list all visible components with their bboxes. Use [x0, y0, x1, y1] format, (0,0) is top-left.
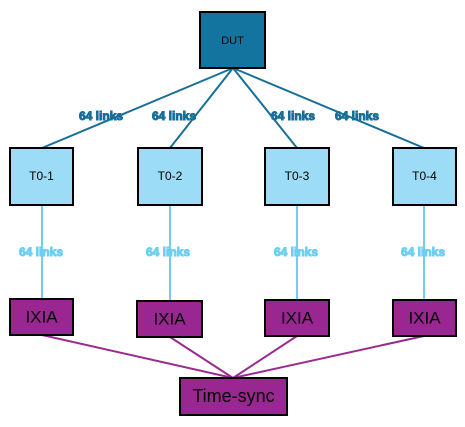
t0-label: T0-2 — [158, 169, 183, 183]
ixia-label: IXIA — [281, 308, 314, 327]
timesync-label: Time-sync — [192, 386, 274, 406]
t0-box — [9, 147, 74, 206]
ixia-box — [136, 300, 203, 338]
timesync-links — [41, 334, 425, 379]
t0-switch-1[interactable]: T0-1 — [9, 147, 74, 206]
ixia-node-1[interactable]: IXIA — [9, 298, 74, 336]
ixia-box — [264, 299, 330, 337]
dut-node[interactable]: DUT — [199, 11, 266, 69]
dut-link-label-1: 64 links — [79, 109, 123, 123]
t0-box — [264, 147, 330, 206]
t0-switch-3[interactable]: T0-3 — [264, 147, 330, 206]
t0-link-label-4: 64 links — [401, 245, 445, 259]
t0-link-label-3: 64 links — [274, 245, 318, 259]
timesync-link-4 — [232, 335, 425, 379]
ixia-label: IXIA — [25, 307, 58, 326]
dut-link-2 — [169, 67, 234, 149]
timesync-link-1 — [41, 334, 234, 379]
ixia-label: IXIA — [408, 308, 441, 327]
timesync-box — [179, 377, 288, 416]
ixia-box — [9, 298, 74, 336]
dut-link-3 — [232, 67, 298, 149]
dut-link-4 — [232, 67, 425, 149]
t0-link-label-2: 64 links — [146, 245, 190, 259]
ixia-node-4[interactable]: IXIA — [392, 299, 457, 337]
t0-label: T0-4 — [412, 169, 437, 183]
timesync-link-2 — [169, 336, 234, 379]
ixia-label: IXIA — [153, 309, 186, 328]
t0-label: T0-3 — [285, 169, 310, 183]
dut-box — [199, 11, 266, 69]
timesync-node[interactable]: Time-sync — [179, 377, 288, 416]
t0-link-label-1: 64 links — [19, 245, 63, 259]
t0-switch-4[interactable]: T0-4 — [392, 147, 457, 206]
dut-link-label-2: 64 links — [152, 109, 196, 123]
t0-box — [392, 147, 457, 206]
dut-label: DUT — [221, 35, 244, 47]
t0-switch-2[interactable]: T0-2 — [137, 147, 203, 206]
dut-link-labels: 64 links 64 links 64 links 64 links — [78, 109, 379, 124]
t0-box — [137, 147, 203, 206]
dut-link-1 — [41, 67, 234, 149]
t0-link-labels: 64 links 64 links 64 links 64 links — [18, 245, 445, 260]
ixia-node-2[interactable]: IXIA — [136, 300, 203, 338]
t0-label: T0-1 — [29, 169, 54, 183]
t0-links — [41, 205, 425, 301]
ixia-box — [392, 299, 457, 337]
timesync-link-3 — [232, 335, 298, 379]
ixia-node-3[interactable]: IXIA — [264, 299, 330, 337]
dut-link-label-4: 64 links — [335, 109, 379, 123]
dut-links — [41, 67, 425, 149]
dut-link-label-3: 64 links — [271, 109, 315, 123]
